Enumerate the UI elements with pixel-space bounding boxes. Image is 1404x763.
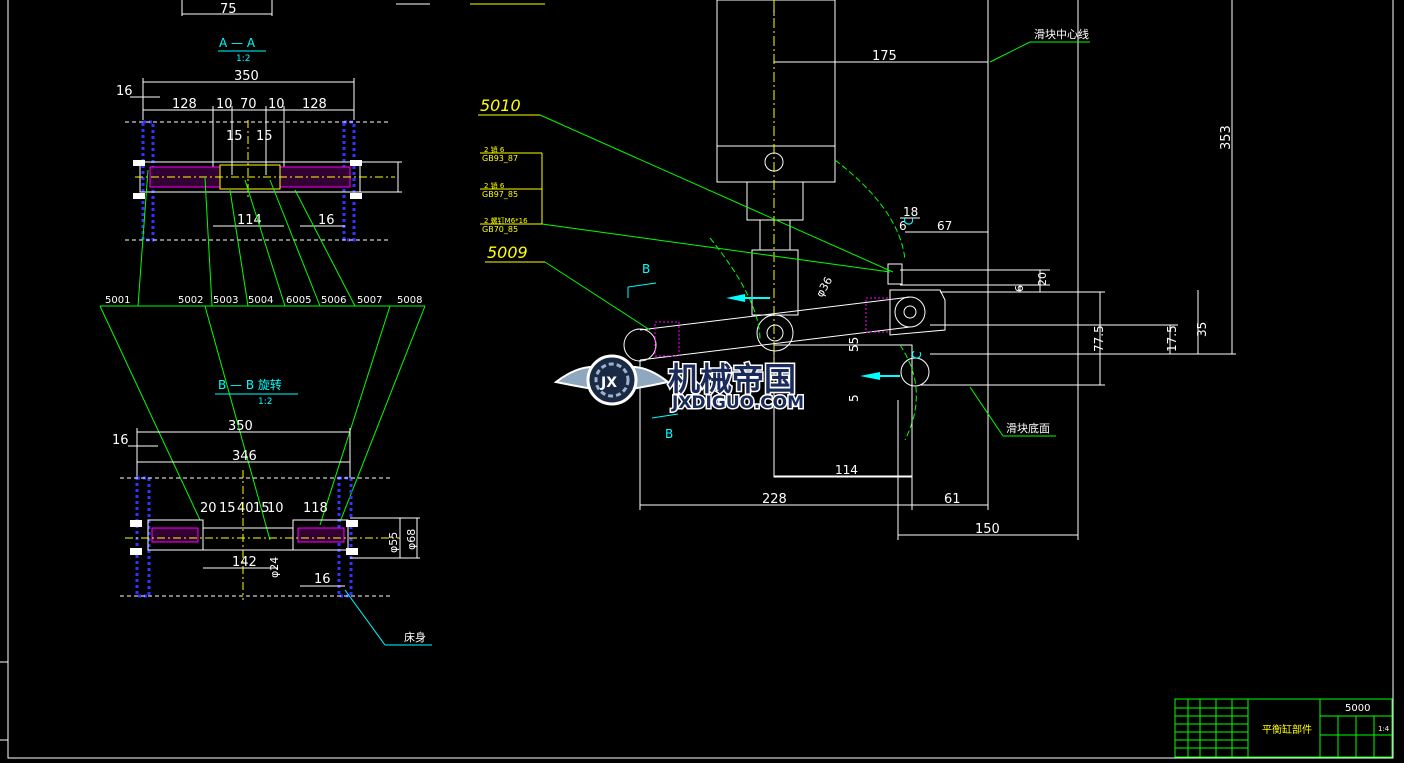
dim-20: 20 [1036,272,1049,286]
dim-70: 70 [240,97,257,112]
std-part-1-code: GB93_87 [482,154,518,163]
watermark-logo: JX 机械帝国 JXDIGUO.COM [553,354,806,415]
dim-114: 114 [237,213,262,228]
dim-77-5: 77.5 [1092,325,1106,352]
base-label: 床身 [404,630,426,644]
dim-20: 20 [200,501,217,516]
dim-35: 35 [1195,322,1209,337]
section-aa-title: A — A [219,36,256,50]
view-arrow-c-bottom: C [909,350,924,361]
callouts: 5010 5009 2 销 6 GB93_87 2 销 6 GB97_85 2 … [478,96,894,331]
watermark-site: JXDIGUO.COM [671,393,804,413]
dim-16: 16 [318,213,335,228]
slider-centerline-label: 滑块中心线 [1034,27,1089,41]
dim-114: 114 [835,463,858,477]
drawing-scale: 1:4 [1378,725,1390,733]
dim-phi55: φ55 [387,532,400,553]
drawing-frame [7,0,1394,759]
part-label-5002: 5002 [178,295,203,306]
dim-15: 15 [256,129,273,144]
part-label-5003: 5003 [213,295,238,306]
dim-phi68: φ68 [405,529,418,550]
std-part-1: 2 销 6 [484,145,505,154]
dim-18: 18 [903,205,918,219]
dim-6: 6 [899,219,907,233]
part-label-5001: 5001 [105,295,130,306]
dim-40: 40 [237,501,254,516]
dim-346: 346 [232,449,257,464]
std-part-3: 2 螺钉M6*16 [484,216,528,225]
dim-353: 353 [1219,125,1234,150]
badge-text: JX [600,375,617,391]
section-bb-title: B — B 旋转 [218,377,282,392]
dim-5: 5 [847,394,861,402]
dim-118: 118 [303,501,328,516]
part-callout-5010: 5010 [480,96,521,115]
dim-16: 16 [314,572,331,587]
dim-61: 61 [944,492,961,507]
dim-15: 15 [253,501,270,516]
dim-10: 10 [267,501,284,516]
dim-128: 128 [172,97,197,112]
dim-6: 6 [1013,285,1026,292]
main-assembly-view: 175 滑块中心线 353 [623,0,1236,540]
std-part-2: 2 销 6 [484,181,505,190]
view-arrow-b-bottom: B [665,427,673,441]
view-arrow-b-top: B [642,262,650,276]
dim-228: 228 [762,492,787,507]
section-aa-scale: 1:2 [236,54,250,64]
dim-15: 15 [219,501,236,516]
balance-cylinder-body [716,0,836,183]
dim-350: 350 [234,69,259,84]
dim-16: 16 [112,433,129,448]
part-callout-5009: 5009 [487,243,528,262]
dim-142: 142 [232,555,257,570]
title-block: 5000 平衡缸部件 1:4 [1174,698,1393,758]
dim-128: 128 [302,97,327,112]
top-dimension-75: 75 [181,0,545,17]
dim-350: 350 [228,419,253,434]
dim-55: 55 [847,337,861,352]
part-label-5006: 5006 [321,295,346,306]
dim-16: 16 [116,84,133,99]
std-part-3-code: GB70_85 [482,225,518,234]
dim-67: 67 [937,219,952,233]
section-bb-view: B — B 旋转 1:2 350 16 346 20 15 40 15 10 1… [112,377,432,646]
dim-17-5: 17.5 [1165,325,1179,352]
dim-175: 175 [872,49,897,64]
std-part-2-code: GB97_85 [482,190,518,199]
drawing-name: 平衡缸部件 [1262,723,1312,736]
dim-text: 75 [220,2,237,17]
watermark-brand: 机械帝国 [668,360,796,398]
section-bb-scale: 1:2 [258,397,272,407]
part-label-5007: 5007 [357,295,382,306]
part-label-5004: 5004 [248,295,273,306]
drawing-number: 5000 [1345,703,1370,714]
part-label-row: 5001 5002 5003 5004 6005 5006 5007 5008 [99,169,426,541]
dim-150: 150 [975,522,1000,537]
part-label-5008: 5008 [397,295,422,306]
part-label-6005: 6005 [286,295,311,306]
dim-15: 15 [226,129,243,144]
dim-phi24: φ24 [268,557,281,578]
dim-phi36: φ36 [813,275,835,300]
slider-bottom-label: 滑块底面 [1006,421,1050,435]
dim-10: 10 [216,97,233,112]
view-arrow-c-top: C [901,216,916,227]
section-aa-view: A — A 1:2 350 16 128 10 70 10 128 15 15 [116,36,402,242]
dim-10: 10 [268,97,285,112]
